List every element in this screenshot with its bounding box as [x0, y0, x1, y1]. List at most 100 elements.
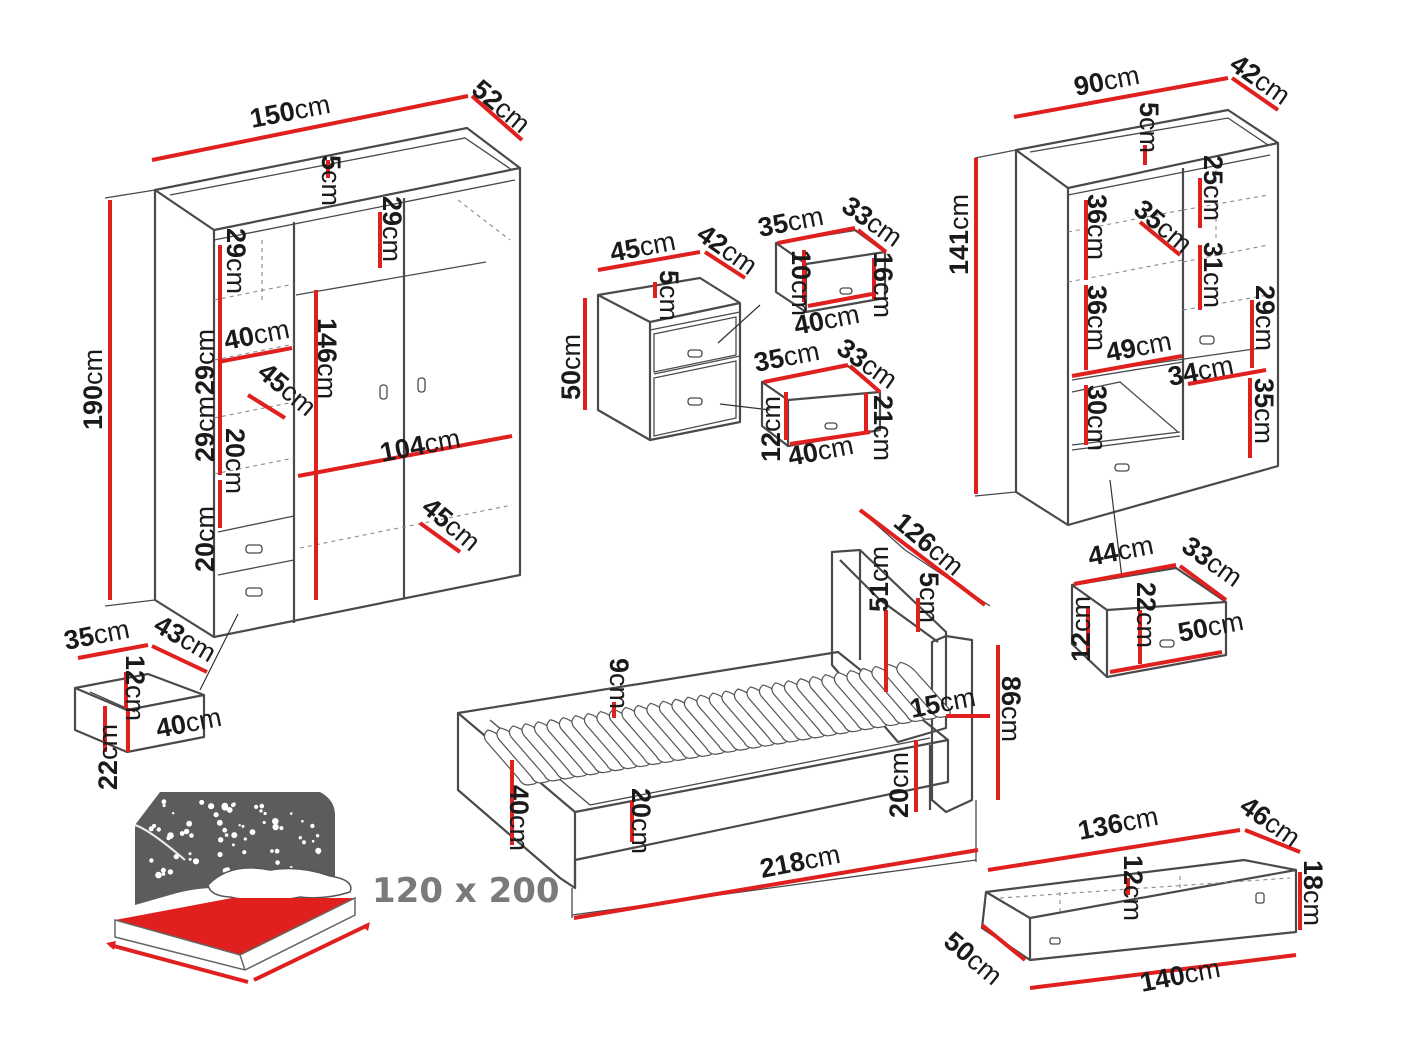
dimension-unit: cm: [1133, 326, 1174, 362]
dimension-label-bed-head-top: 5cm: [914, 572, 944, 623]
dimension-value: 36: [1082, 285, 1112, 315]
dimension-label-bookcase-shelf-b: 36cm: [1082, 285, 1112, 351]
dimension-value: 29: [190, 432, 220, 462]
dimension-value: 5: [654, 270, 684, 285]
dimension-unit: cm: [996, 706, 1026, 742]
star-icon: [186, 820, 193, 827]
under-bed-drawer-drawing: [980, 828, 1302, 990]
dimension-unit: cm: [221, 258, 251, 294]
dimension-label-wardrobe-top: 5cm: [316, 155, 346, 206]
dimension-value: 35: [61, 621, 96, 656]
dimension-label-bed-length: 218cm: [757, 839, 842, 884]
star-icon: [218, 837, 224, 843]
dimension-value: 146: [312, 318, 342, 363]
dimension-label-bed-depth: 126cm: [888, 507, 969, 582]
dimension-unit: cm: [1066, 596, 1096, 632]
dimension-unit: cm: [1205, 606, 1246, 642]
dimension-unit: cm: [785, 201, 826, 237]
dimension-value: 51: [864, 582, 894, 612]
bookcase-drawing: [974, 108, 1280, 579]
dimension-label-under-bed-drawer-inner-h: 12cm: [1118, 855, 1148, 921]
dimension-label-bookcase-shelf-r3: 29cm: [1250, 285, 1280, 351]
dimension-unit: cm: [220, 458, 250, 494]
dimension-value: 104: [377, 430, 427, 468]
dimension-value: 20: [884, 788, 914, 818]
dimension-value: 18: [1298, 860, 1328, 890]
dimension-value: 29: [221, 228, 251, 258]
star-icon: [148, 826, 154, 832]
dimension-unit: cm: [626, 818, 656, 854]
dimension-label-bookcase-right-h: 35cm: [1249, 378, 1279, 444]
star-icon: [275, 860, 280, 865]
star-icon: [238, 824, 241, 827]
dimension-unit: cm: [864, 546, 894, 582]
dimension-label-wardrobe-shelf-4: 20cm: [220, 428, 250, 494]
dimension-label-bookcase-shelf-d: 35cm: [1128, 194, 1198, 259]
dimension-value: 35: [1249, 378, 1279, 408]
dimension-unit: cm: [1120, 801, 1161, 837]
dimension-value: 35: [755, 208, 790, 243]
nightstand-drawer-bottom-drawing: [760, 363, 882, 448]
dimension-unit: cm: [183, 702, 224, 738]
dimension-value: 190: [78, 385, 108, 430]
dimension-unit: cm: [190, 506, 220, 542]
dimension-value: 12: [120, 655, 150, 685]
dimension-value: 9: [604, 658, 634, 673]
dimension-unit: cm: [78, 349, 108, 385]
dimension-unit: cm: [120, 685, 150, 721]
star-icon: [221, 802, 229, 810]
mattress-icon: [106, 792, 370, 984]
dimension-value: 22: [93, 760, 123, 790]
dimension-label-under-bed-drawer-outer-w: 140cm: [1137, 953, 1222, 998]
star-icon: [188, 857, 192, 861]
dimension-unit: cm: [786, 280, 816, 316]
dimension-value: 86: [996, 676, 1026, 706]
dimension-unit: cm: [815, 430, 856, 466]
dimension-value: 136: [1075, 808, 1125, 846]
star-icon: [149, 858, 154, 863]
star-icon: [254, 804, 259, 810]
dimension-label-ns-drawer-bottom-d: 33cm: [832, 332, 903, 394]
star-icon: [224, 833, 229, 837]
dimension-unit: cm: [292, 89, 333, 125]
dimension-label-bookcase-top: 5cm: [1134, 102, 1164, 153]
dimension-label-wardrobe-drawer-h: 22cm: [93, 724, 123, 790]
dimension-unit: cm: [190, 329, 220, 365]
star-icon: [301, 840, 307, 845]
star-icon: [226, 807, 233, 813]
dimension-label-ns-drawer-top-inner-h: 10cm: [786, 250, 816, 316]
dimension-value: 150: [247, 96, 297, 134]
star-icon: [315, 834, 320, 838]
star-icon: [162, 803, 166, 808]
dimension-unit: cm: [556, 334, 586, 370]
dimension-label-wardrobe-shelf-2: 29cm: [190, 329, 220, 395]
star-icon: [279, 826, 284, 831]
dimension-label-wardrobe-shelf-d: 45cm: [252, 357, 322, 422]
dimension-value: 40: [221, 321, 256, 356]
dimension-value: 30: [1082, 385, 1112, 415]
star-icon: [208, 803, 215, 810]
star-icon: [289, 812, 293, 815]
dimension-unit: cm: [868, 282, 898, 318]
dimension-unit: cm: [781, 336, 822, 372]
wardrobe-dimension-lines: [108, 94, 524, 600]
dimension-value: 50: [1175, 613, 1210, 648]
star-icon: [216, 819, 223, 826]
dimension-unit: cm: [422, 423, 463, 459]
dimension-value: 40: [785, 437, 820, 472]
dimension-unit: cm: [868, 425, 898, 461]
dimension-value: 5: [1134, 102, 1164, 117]
dimension-value: 12: [1066, 632, 1096, 662]
star-icon: [199, 799, 205, 805]
star-icon: [161, 799, 167, 805]
dimension-unit: cm: [1118, 885, 1148, 921]
dimension-label-ns-drawer-bottom-outer-w: 40cm: [785, 430, 856, 472]
dimension-unit: cm: [1249, 408, 1279, 444]
star-icon: [263, 811, 267, 816]
dimension-label-wardrobe-depth: 52cm: [466, 74, 536, 139]
dimension-label-bookcase-drawer-outer-w: 50cm: [1175, 606, 1246, 648]
dimension-value: 20: [220, 428, 250, 458]
dimension-value: 140: [1137, 960, 1187, 998]
dimension-unit: cm: [756, 396, 786, 432]
